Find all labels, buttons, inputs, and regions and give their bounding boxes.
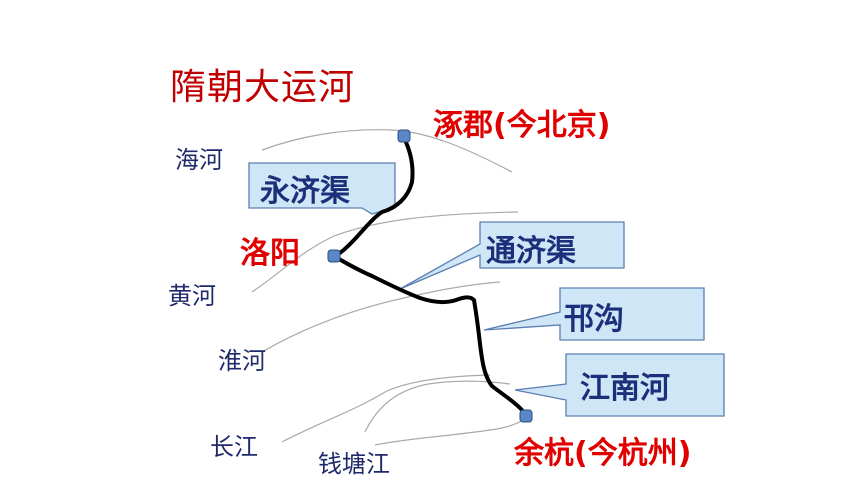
hangou-callout xyxy=(483,287,705,341)
chang-river-label: 长江 xyxy=(210,433,258,461)
chang-river-line-2 xyxy=(364,380,511,433)
hangou-canal-label: 邗沟 xyxy=(564,302,624,337)
zhuojun-city-label: 涿郡(今北京) xyxy=(433,108,611,143)
huai-river-label: 淮河 xyxy=(218,347,266,375)
qiantang-river-line xyxy=(374,419,524,446)
luoyang-marker xyxy=(327,249,341,263)
hai-river-label: 海河 xyxy=(175,146,223,174)
huang-river-line xyxy=(251,211,519,293)
tongji-callout xyxy=(399,221,625,290)
luoyang-city-label: 洛阳 xyxy=(240,236,300,271)
tongji-canal-label: 通济渠 xyxy=(486,234,576,269)
zhuojun-marker xyxy=(397,129,411,143)
jiangnan-canal-label: 江南河 xyxy=(580,371,670,406)
yuhang-marker xyxy=(519,409,533,423)
yuhang-city-label: 余杭(今杭州) xyxy=(514,436,692,471)
jiangnan-callout xyxy=(514,353,725,417)
huai-river-line xyxy=(261,281,501,353)
canal-route-line xyxy=(332,136,528,418)
chang-river-line xyxy=(281,374,491,443)
huang-river-label: 黄河 xyxy=(168,282,216,310)
hai-river-line xyxy=(261,129,513,173)
diagram-title: 隋朝大运河 xyxy=(170,67,356,108)
qiantang-river-label: 钱塘江 xyxy=(318,450,390,478)
yongji-canal-label: 永济渠 xyxy=(260,174,350,209)
